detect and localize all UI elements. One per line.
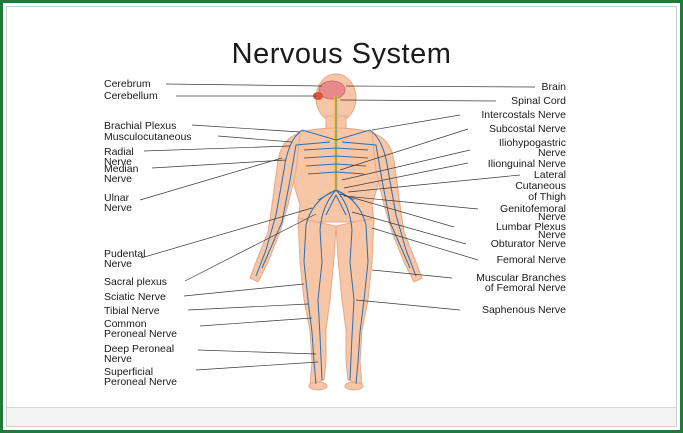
left-femoral-nerve [317, 189, 337, 381]
label-deep-peroneal-line1: Deep Peroneal [104, 343, 174, 355]
label-lateral-cutaneous-line3: of Thigh [528, 191, 566, 203]
label-deep-peroneal-line2: Nerve [104, 353, 132, 365]
label-muscular-branches-line1: Muscular Branches [476, 272, 566, 284]
diagram-title: Nervous System [231, 38, 452, 70]
label-lateral-cutaneous-line2: Cutaneous [515, 180, 566, 192]
label-saphenous: Saphenous Nerve [482, 304, 566, 316]
intercostal-nerves [303, 147, 369, 175]
label-lumbar-plexus-line2: Nerve [538, 229, 566, 241]
label-iliohypogastric-line2: Nerve [538, 147, 566, 159]
label-musculocutaneous: Musculocutaneous [104, 131, 192, 143]
label-ulnar-line2: Nerve [104, 202, 132, 214]
label-lumbar-plexus-line1: Lumbar Plexus [496, 221, 566, 233]
left-arm [249, 132, 301, 283]
label-pudental-line2: Nerve [104, 258, 132, 270]
peripheral-nerves [255, 129, 417, 385]
label-brachial-plexus: Brachial Plexus [104, 120, 176, 132]
label-cerebellum: Cerebellum [104, 90, 158, 102]
label-lateral-cutaneous-line1: Lateral [534, 169, 566, 181]
cerebellum-shape [313, 92, 323, 100]
label-radial-line2: Nerve [104, 156, 132, 168]
left-leader-lines [139, 83, 323, 371]
right-arm [371, 132, 423, 283]
right-leader-lines [339, 85, 536, 311]
label-ulnar-line1: Ulnar [104, 192, 130, 204]
bottom-strip [7, 407, 676, 426]
label-genitofemoral-line1: Genitofemoral [500, 203, 566, 215]
right-arm-nerve [335, 129, 417, 277]
label-common-peroneal-line2: Peroneal Nerve [104, 328, 177, 340]
label-tibial: Tibial Nerve [104, 305, 160, 317]
label-spinal-cord: Spinal Cord [511, 95, 566, 107]
label-superficial-peroneal-line2: Peroneal Nerve [104, 376, 177, 388]
label-common-peroneal-line1: Common [104, 318, 147, 330]
label-femoral: Femoral Nerve [497, 254, 567, 266]
brain-shape [318, 80, 346, 100]
label-brain: Brain [541, 81, 566, 93]
left-arm-nerve-2 [261, 141, 331, 269]
left-labels: Cerebrum Cerebellum Brachial Plexus Musc… [104, 78, 192, 388]
label-sciatic: Sciatic Nerve [104, 291, 166, 303]
label-subcostal: Subcostal Nerve [489, 123, 566, 135]
label-iliohypogastric-line1: Iliohypogastric [499, 137, 566, 149]
inner-border [6, 6, 677, 427]
label-sacral-plexus: Sacral plexus [104, 276, 167, 288]
label-median-line1: Median [104, 163, 139, 175]
label-radial-line1: Radial [104, 146, 134, 158]
right-leg [335, 217, 375, 385]
right-femoral-nerve [335, 189, 355, 381]
left-leg [297, 217, 337, 385]
label-superficial-peroneal-line1: Superficial [104, 366, 153, 378]
label-median-line2: Nerve [104, 173, 132, 185]
central-nervous-system [313, 80, 346, 190]
label-genitofemoral-line2: Nerve [538, 211, 566, 223]
label-cerebrum: Cerebrum [104, 78, 151, 90]
label-intercostals: Intercostals Nerve [481, 109, 566, 121]
label-pudental-line1: Pudental [104, 248, 145, 260]
right-labels: Brain Spinal Cord Intercostals Nerve Sub… [476, 81, 566, 316]
label-muscular-branches-line2: of Femoral Nerve [485, 282, 566, 294]
label-ilioinguinal: Ilionguinal Nerve [488, 158, 566, 170]
left-arm-nerve [255, 129, 337, 277]
right-foot [344, 381, 364, 391]
label-obturator: Obturator Nerve [491, 238, 566, 250]
lumbar-sacral-plexus [317, 189, 355, 216]
left-foot [308, 381, 328, 391]
